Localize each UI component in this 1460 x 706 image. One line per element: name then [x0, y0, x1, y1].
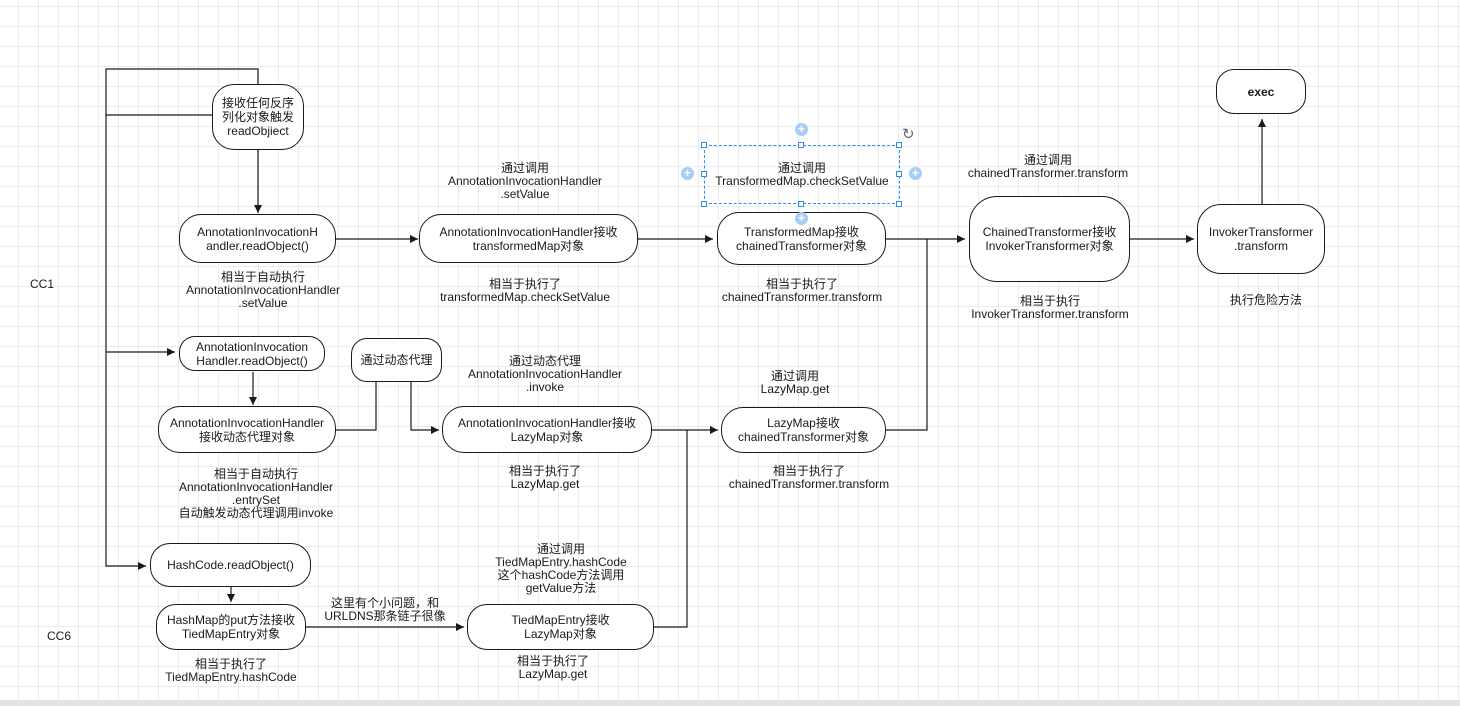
node-aih-readobject-proxy[interactable]: AnnotationInvocation Handler.readObject(…: [179, 336, 325, 371]
label-exec-invoker-transform: 相当于执行 InvokerTransformer.transform: [971, 294, 1129, 321]
cc6-label: CC6: [47, 629, 72, 643]
resize-handle-e[interactable]: [896, 171, 902, 177]
label-exec-chained-transform-1: 相当于执行了 chainedTransformer.transform: [721, 277, 883, 304]
add-left-icon[interactable]: +: [681, 167, 694, 180]
horizontal-scrollbar[interactable]: [0, 700, 1460, 706]
node-tiedmapentry-recv-lazymap[interactable]: TiedMapEntry接收 LazyMap对象: [467, 604, 654, 650]
label-call-hashcode: 通过调用 TiedMapEntry.hashCode 这个hashCode方法调…: [495, 542, 627, 595]
label-exec-lazymap-get-2: 相当于执行了 LazyMap.get: [516, 654, 590, 681]
node-hashmap-put[interactable]: HashMap的put方法接收 TiedMapEntry对象: [156, 604, 306, 650]
add-right-icon[interactable]: +: [909, 167, 922, 180]
label-exec-chained-transform-2: 相当于执行了 chainedTransformer.transform: [728, 464, 890, 491]
label-auto-entryset: 相当于自动执行 AnnotationInvocationHandler .ent…: [178, 467, 334, 520]
resize-handle-se[interactable]: [896, 201, 902, 207]
label-call-lazymap-get: 通过调用 LazyMap.get: [760, 369, 830, 396]
resize-handle-s[interactable]: [798, 201, 804, 207]
resize-handle-w[interactable]: [701, 171, 707, 177]
node-dynamic-proxy[interactable]: 通过动态代理: [351, 338, 442, 382]
node-invoker-transform[interactable]: InvokerTransformer .transform: [1197, 204, 1325, 274]
resize-handle-n[interactable]: [798, 142, 804, 148]
label-danger-method: 执行危险方法: [1229, 293, 1303, 307]
node-exec[interactable]: exec: [1216, 69, 1306, 114]
resize-handle-ne[interactable]: [896, 142, 902, 148]
add-below-icon[interactable]: +: [795, 212, 808, 225]
label-exec-checksetvalue: 相当于执行了 transformedMap.checkSetValue: [440, 277, 610, 304]
rotate-icon[interactable]: ↻: [902, 126, 915, 143]
label-proxy-invoke: 通过动态代理 AnnotationInvocationHandler .invo…: [467, 354, 623, 394]
node-aih-recv-proxy[interactable]: AnnotationInvocationHandler 接收动态代理对象: [158, 406, 336, 453]
node-hashcode-readobject[interactable]: HashCode.readObject(): [150, 543, 311, 587]
node-readobject-trigger[interactable]: 接收任何反序 列化对象触发 readObjiect: [212, 84, 304, 150]
node-chained-recv-invoker[interactable]: ChainedTransformer接收 InvokerTransformer对…: [969, 196, 1130, 282]
edge-tme-to-lazymap-line: [654, 430, 688, 628]
label-call-setvalue: 通过调用 AnnotationInvocationHandler .setVal…: [447, 161, 603, 201]
label-urldns-note: 这里有个小问题，和 URLDNS那条链子很像: [324, 596, 446, 623]
label-call-chained-transform: 通过调用 chainedTransformer.transform: [967, 153, 1129, 180]
label-exec-hashcode: 相当于执行了 TiedMapEntry.hashCode: [165, 657, 297, 684]
node-aih-recv-transformedmap[interactable]: AnnotationInvocationHandler接收 transforme…: [419, 214, 638, 263]
resize-handle-nw[interactable]: [701, 142, 707, 148]
label-call-checksetvalue: 通过调用 TransformedMap.checkSetValue: [715, 161, 889, 188]
resize-handle-sw[interactable]: [701, 201, 707, 207]
node-lazymap-recv-chained[interactable]: LazyMap接收 chainedTransformer对象: [721, 407, 886, 453]
add-above-icon[interactable]: +: [795, 123, 808, 136]
node-aih-readobject-cc1[interactable]: AnnotationInvocationH andler.readObject(…: [179, 214, 336, 263]
edge-lmct-to-ctit: [886, 239, 928, 431]
cc1-label: CC1: [30, 277, 55, 291]
edge-aihproxy-to-proxy: [336, 382, 377, 431]
edge-proxy-to-aihlm: [410, 382, 439, 434]
edge-loop-top: [105, 68, 259, 570]
node-aih-recv-lazymap[interactable]: AnnotationInvocationHandler接收 LazyMap对象: [442, 406, 652, 453]
label-exec-lazymap-get-1: 相当于执行了 LazyMap.get: [508, 464, 582, 491]
label-auto-setvalue: 相当于自动执行 AnnotationInvocationHandler .set…: [185, 270, 341, 310]
